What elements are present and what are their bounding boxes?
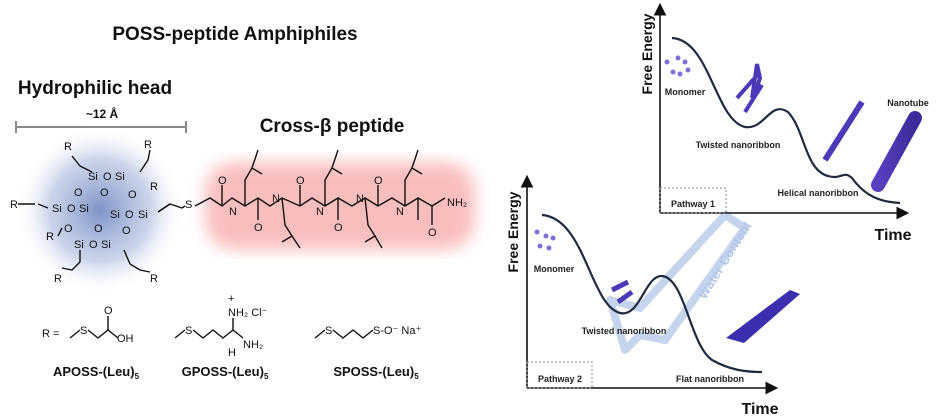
- monomer-icons: [534, 229, 556, 251]
- atom-n: N: [272, 193, 280, 205]
- peptide-glow: [205, 162, 475, 250]
- atom-o: O: [296, 175, 305, 187]
- atom-o: O: [89, 239, 98, 251]
- hydrophilic-head-label: Hydrophilic head: [18, 78, 172, 99]
- atom-o: O: [74, 187, 83, 199]
- atom-o: O: [374, 175, 383, 187]
- cross-beta-label: Cross-β peptide: [260, 116, 405, 137]
- pathway-box: [659, 187, 727, 214]
- pathway2-plot: Free Energy Time Pathway 2 Monomer Twist…: [505, 174, 800, 417]
- y-axis-label: Free Energy: [505, 191, 521, 272]
- atom-r: R: [10, 199, 18, 211]
- atom-o: O: [100, 187, 109, 199]
- atom-si: Si: [110, 209, 120, 221]
- x-axis-label: Time: [874, 227, 911, 244]
- atom-o: O: [64, 223, 73, 235]
- plus-sign: +: [228, 293, 234, 305]
- atom-s: S: [325, 325, 332, 337]
- state-monomer: Monomer: [665, 87, 706, 97]
- nanotube-icon: [871, 111, 922, 192]
- atom-o: O: [125, 209, 134, 221]
- atom-si: Si: [74, 239, 84, 251]
- atom-s: S: [185, 325, 192, 337]
- monomer-icons: [664, 55, 691, 77]
- atom-n: N: [356, 193, 364, 205]
- atom-r: R: [64, 141, 72, 153]
- terminal-nh2: NH₂: [447, 197, 467, 209]
- state-helical-nanoribbon: Helical nanoribbon: [777, 188, 858, 198]
- r-prefix: R =: [42, 328, 59, 340]
- state-nanotube: Nanotube: [887, 98, 929, 108]
- state-flat-nanoribbon: Flat nanoribbon: [676, 374, 744, 384]
- atom-si: Si: [138, 209, 148, 221]
- peptide-backbone: O O O O O O N N N N N NH₂: [194, 149, 467, 249]
- atom-r: R: [150, 181, 158, 193]
- atom-s: S: [80, 325, 87, 337]
- atom-si: Si: [79, 203, 89, 215]
- r-group-definitions: R = S O OH S + NH₂ Cl⁻ NH₂ H S S-O⁻ Na⁺ …: [42, 293, 421, 381]
- atom-o: O: [218, 175, 227, 187]
- pathway-label: Pathway 2: [538, 374, 582, 384]
- atom-o: O: [334, 222, 343, 234]
- poss-cage: Si O Si Si O Si Si O Si Si O Si O O O O …: [10, 139, 192, 285]
- y-axis-label: Free Energy: [639, 13, 655, 94]
- atom-o: O: [104, 305, 113, 317]
- atom-o: O: [94, 223, 103, 235]
- x-axis-label: Time: [741, 401, 778, 417]
- atom-o: O: [128, 189, 137, 201]
- gposs-nh2-cl: NH₂ Cl⁻: [228, 307, 268, 319]
- atom-si: Si: [101, 239, 111, 251]
- sposs-sulfonate: S-O⁻ Na⁺: [373, 325, 421, 337]
- pathway-box: [526, 361, 593, 389]
- aposs-name: APOSS-(Leu)5: [53, 364, 140, 381]
- atom-s: S: [185, 199, 192, 211]
- atom-o: O: [122, 225, 131, 237]
- twisted-nanoribbon-icon: [610, 279, 634, 305]
- atom-r: R: [144, 139, 152, 151]
- atom-r: R: [54, 273, 62, 285]
- atom-si: Si: [115, 171, 125, 183]
- state-twisted-nanoribbon: Twisted nanoribbon: [582, 326, 667, 336]
- state-monomer: Monomer: [534, 264, 575, 274]
- water-content-label: Water Content: [695, 218, 755, 301]
- atom-n: N: [396, 206, 404, 218]
- aposs-oh: OH: [117, 333, 134, 345]
- pathway-label: Pathway 1: [671, 199, 715, 209]
- atom-o: O: [103, 171, 112, 183]
- energy-curve: [671, 36, 901, 205]
- flat-nanoribbon-icon: [726, 290, 800, 343]
- atom-r: R: [46, 231, 54, 243]
- gposs-name: GPOSS-(Leu)5: [182, 364, 269, 381]
- state-twisted-nanoribbon: Twisted nanoribbon: [696, 140, 781, 150]
- head-size-label: ~12 Å: [86, 106, 119, 121]
- atom-r: R: [150, 273, 158, 285]
- atom-n: N: [229, 206, 237, 218]
- atom-si: Si: [88, 171, 98, 183]
- atom-o: O: [67, 203, 76, 215]
- helical-nanoribbon-icon: [822, 100, 865, 162]
- atom-o: O: [254, 222, 263, 234]
- sposs-name: SPOSS-(Leu)5: [333, 364, 419, 381]
- figure-title: POSS-peptide Amphiphiles: [112, 24, 357, 45]
- head-glow: [15, 125, 185, 295]
- atom-h: H: [228, 347, 236, 359]
- energy-curve: [541, 213, 763, 374]
- pathway1-plot: Free Energy Time Pathway 1 Monomer Twist…: [639, 2, 929, 244]
- atom-o: O: [428, 227, 437, 239]
- atom-n: N: [316, 206, 324, 218]
- gposs-nh2: NH₂: [243, 339, 263, 351]
- twisted-nanoribbon-icon: [735, 63, 764, 114]
- atom-si: Si: [52, 203, 62, 215]
